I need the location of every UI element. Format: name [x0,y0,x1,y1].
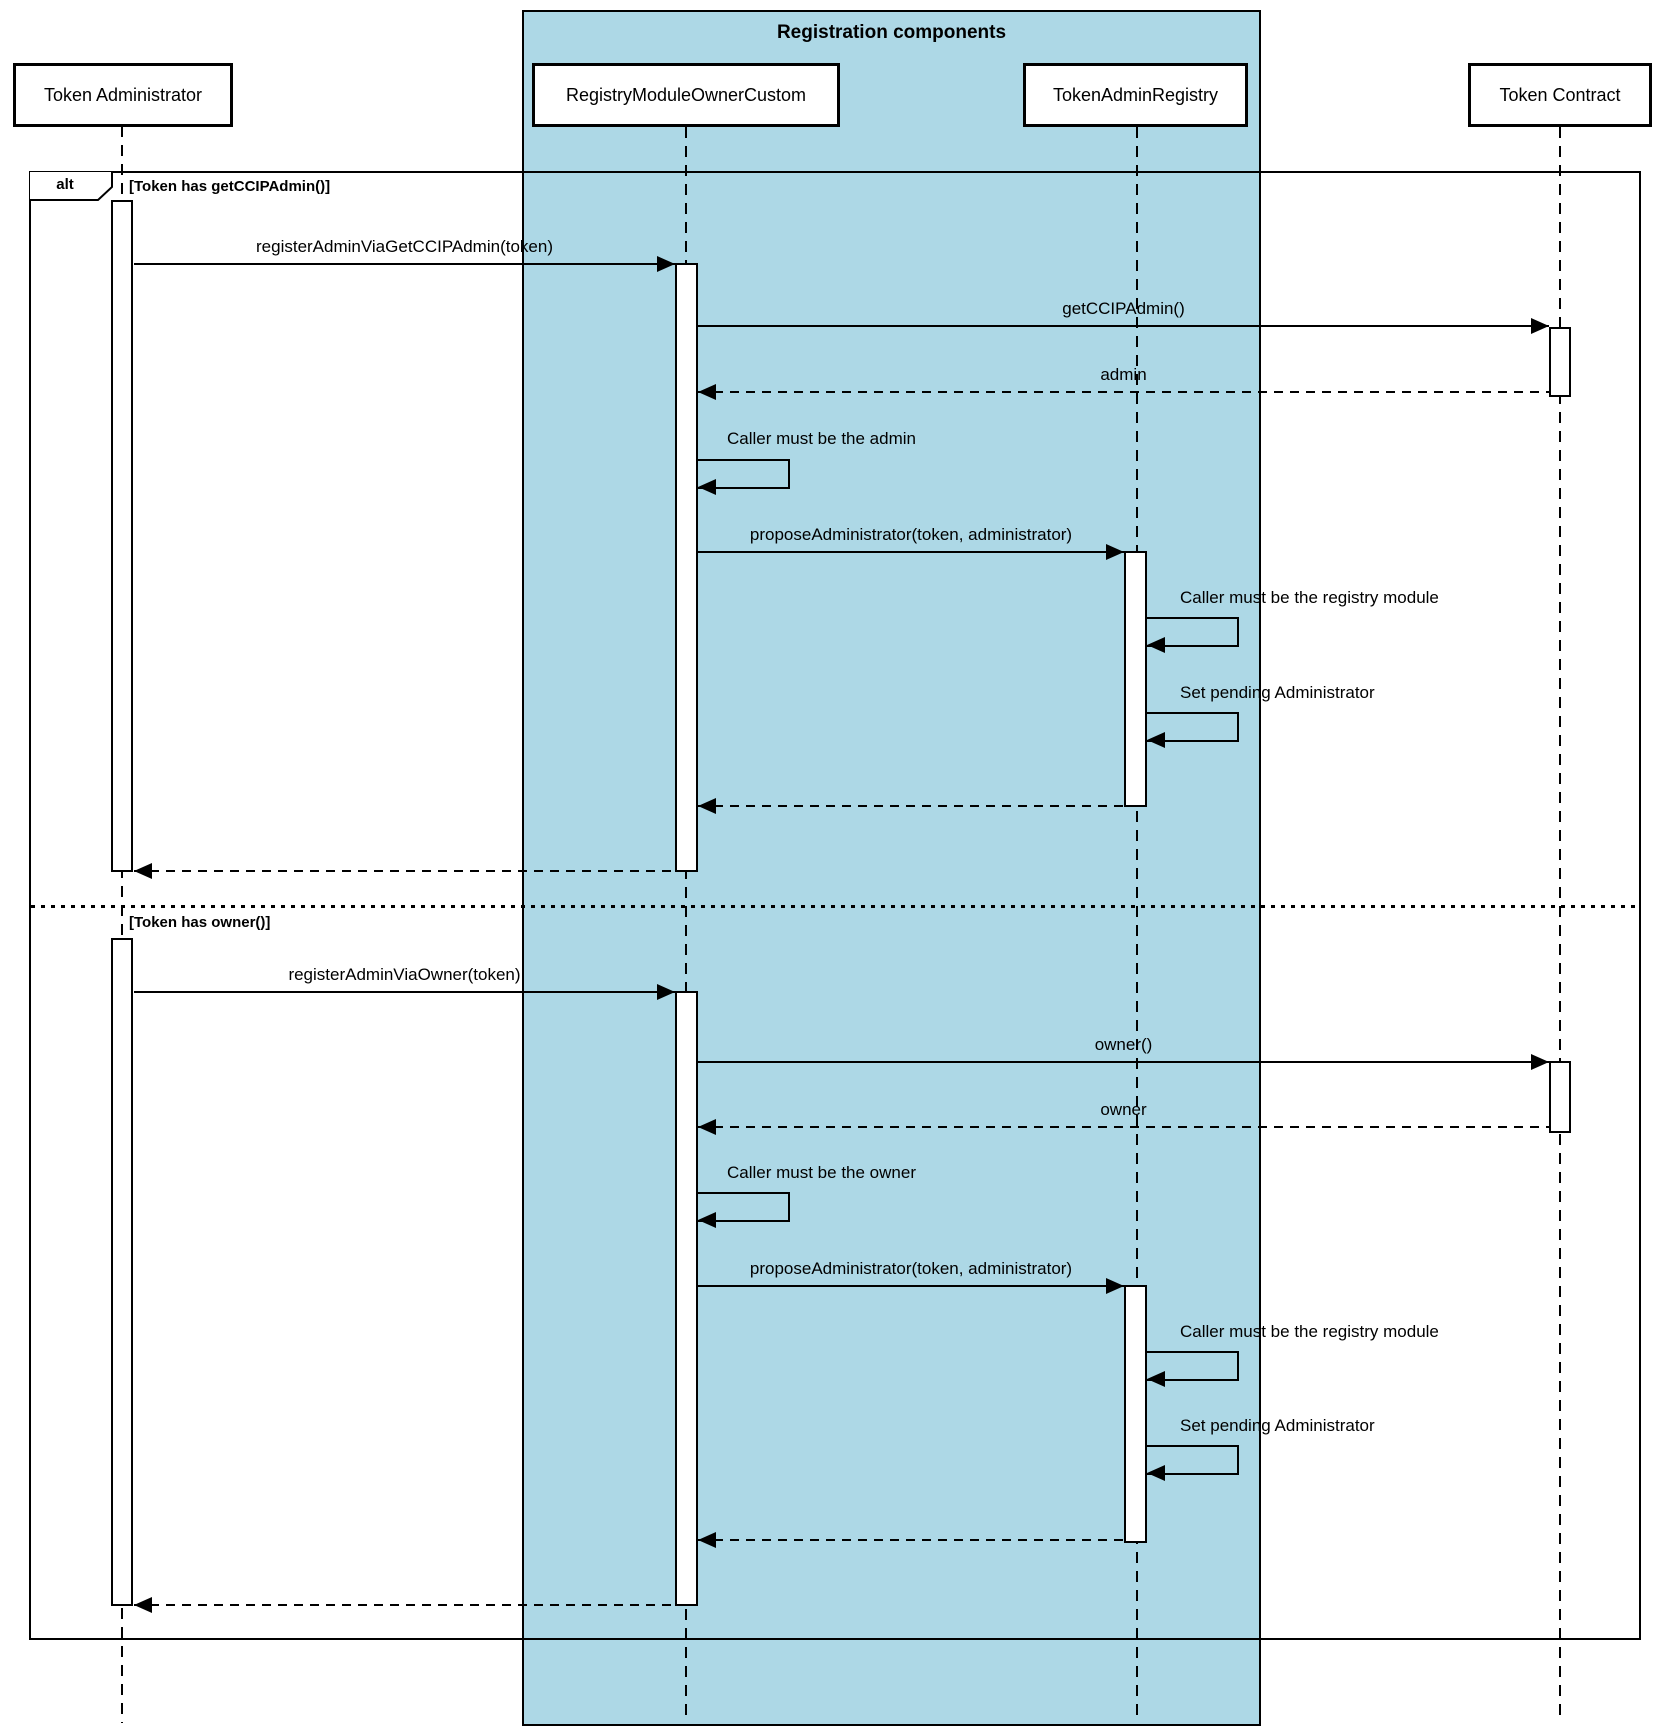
self-message-loop [698,459,790,489]
arrow-left-icon [698,798,716,814]
activation-bar-token-contract-1 [1549,327,1571,397]
arrow-right-icon [1106,544,1124,560]
activation-bar-registry-module-1 [675,263,698,872]
self-message-label-registry-check-2: Caller must be the registry module [1180,1322,1439,1341]
self-message-label-caller-admin: Caller must be the admin [727,429,916,448]
return-line [698,1539,1124,1541]
activation-bar-token-admin-registry-1 [1124,551,1147,807]
alt-branch-divider [31,905,1639,908]
arrow-left-icon [134,1597,152,1613]
activation-bar-registry-module-2 [675,991,698,1606]
guard-label-branch2: [Token has owner()] [129,914,271,931]
self-message-label-registry-check: Caller must be the registry module [1180,588,1439,607]
message-line [698,325,1549,327]
activation-bar-token-contract-2 [1549,1061,1571,1133]
self-message-loop [1147,617,1239,647]
return-line [134,870,675,872]
arrow-left-icon [698,384,716,400]
return-line [698,805,1124,807]
activation-bar-token-administrator-1 [111,200,133,872]
message-label-getccipadmin: getCCIPAdmin() [1062,299,1185,318]
lifeline-token-contract [1559,127,1561,1723]
region-title: Registration components [776,22,1007,43]
guard-label-branch1: [Token has getCCIPAdmin()] [129,178,331,195]
alt-frame [29,171,1641,1640]
return-line [698,391,1549,393]
message-line [698,1285,1124,1287]
participant-registry-module-owner-custom: RegistryModuleOwnerCustom [532,63,840,127]
arrow-left-icon [134,863,152,879]
self-message-loop [1147,712,1239,742]
arrow-left-icon [1147,1465,1165,1481]
arrow-right-icon [657,984,675,1000]
alt-operator-label: alt [56,176,74,193]
message-line [698,1061,1549,1063]
return-label-owner: owner [1100,1100,1147,1119]
arrow-right-icon [657,256,675,272]
participant-token-admin-registry: TokenAdminRegistry [1023,63,1248,127]
message-label-propose-administrator: proposeAdministrator(token, administrato… [749,525,1073,544]
self-message-loop [1147,1445,1239,1475]
message-line [134,991,675,993]
return-label-admin: admin [1100,365,1147,384]
arrow-left-icon [698,1119,716,1135]
lifeline-token-administrator [121,126,123,1723]
activation-bar-token-admin-registry-2 [1124,1285,1147,1543]
arrow-left-icon [698,1532,716,1548]
arrow-left-icon [1147,1371,1165,1387]
arrow-right-icon [1531,318,1549,334]
message-line [698,551,1124,553]
alt-operator-badge [29,171,113,201]
participant-token-administrator: Token Administrator [13,63,233,127]
self-message-label-set-pending-2: Set pending Administrator [1180,1416,1375,1435]
arrow-right-icon [1106,1278,1124,1294]
arrow-left-icon [1147,732,1165,748]
message-label-register-via-getccipadmin: registerAdminViaGetCCIPAdmin(token) [256,237,553,256]
self-message-loop [1147,1351,1239,1381]
lifeline-registry-module-owner-custom [685,127,687,1723]
self-message-label-set-pending: Set pending Administrator [1180,683,1375,702]
arrow-left-icon [698,1212,716,1228]
participant-token-contract: Token Contract [1468,63,1652,127]
arrow-left-icon [698,479,716,495]
activation-bar-token-administrator-2 [111,938,133,1606]
self-message-label-caller-owner: Caller must be the owner [727,1163,916,1182]
arrow-right-icon [1531,1054,1549,1070]
lifeline-token-admin-registry [1136,127,1138,1723]
arrow-left-icon [1147,637,1165,653]
message-line [134,263,675,265]
return-line [134,1604,675,1606]
message-label-owner: owner() [1094,1035,1153,1054]
return-line [698,1126,1549,1128]
message-label-register-via-owner: registerAdminViaOwner(token) [288,965,521,984]
self-message-loop [698,1192,790,1222]
message-label-propose-administrator-2: proposeAdministrator(token, administrato… [749,1259,1073,1278]
